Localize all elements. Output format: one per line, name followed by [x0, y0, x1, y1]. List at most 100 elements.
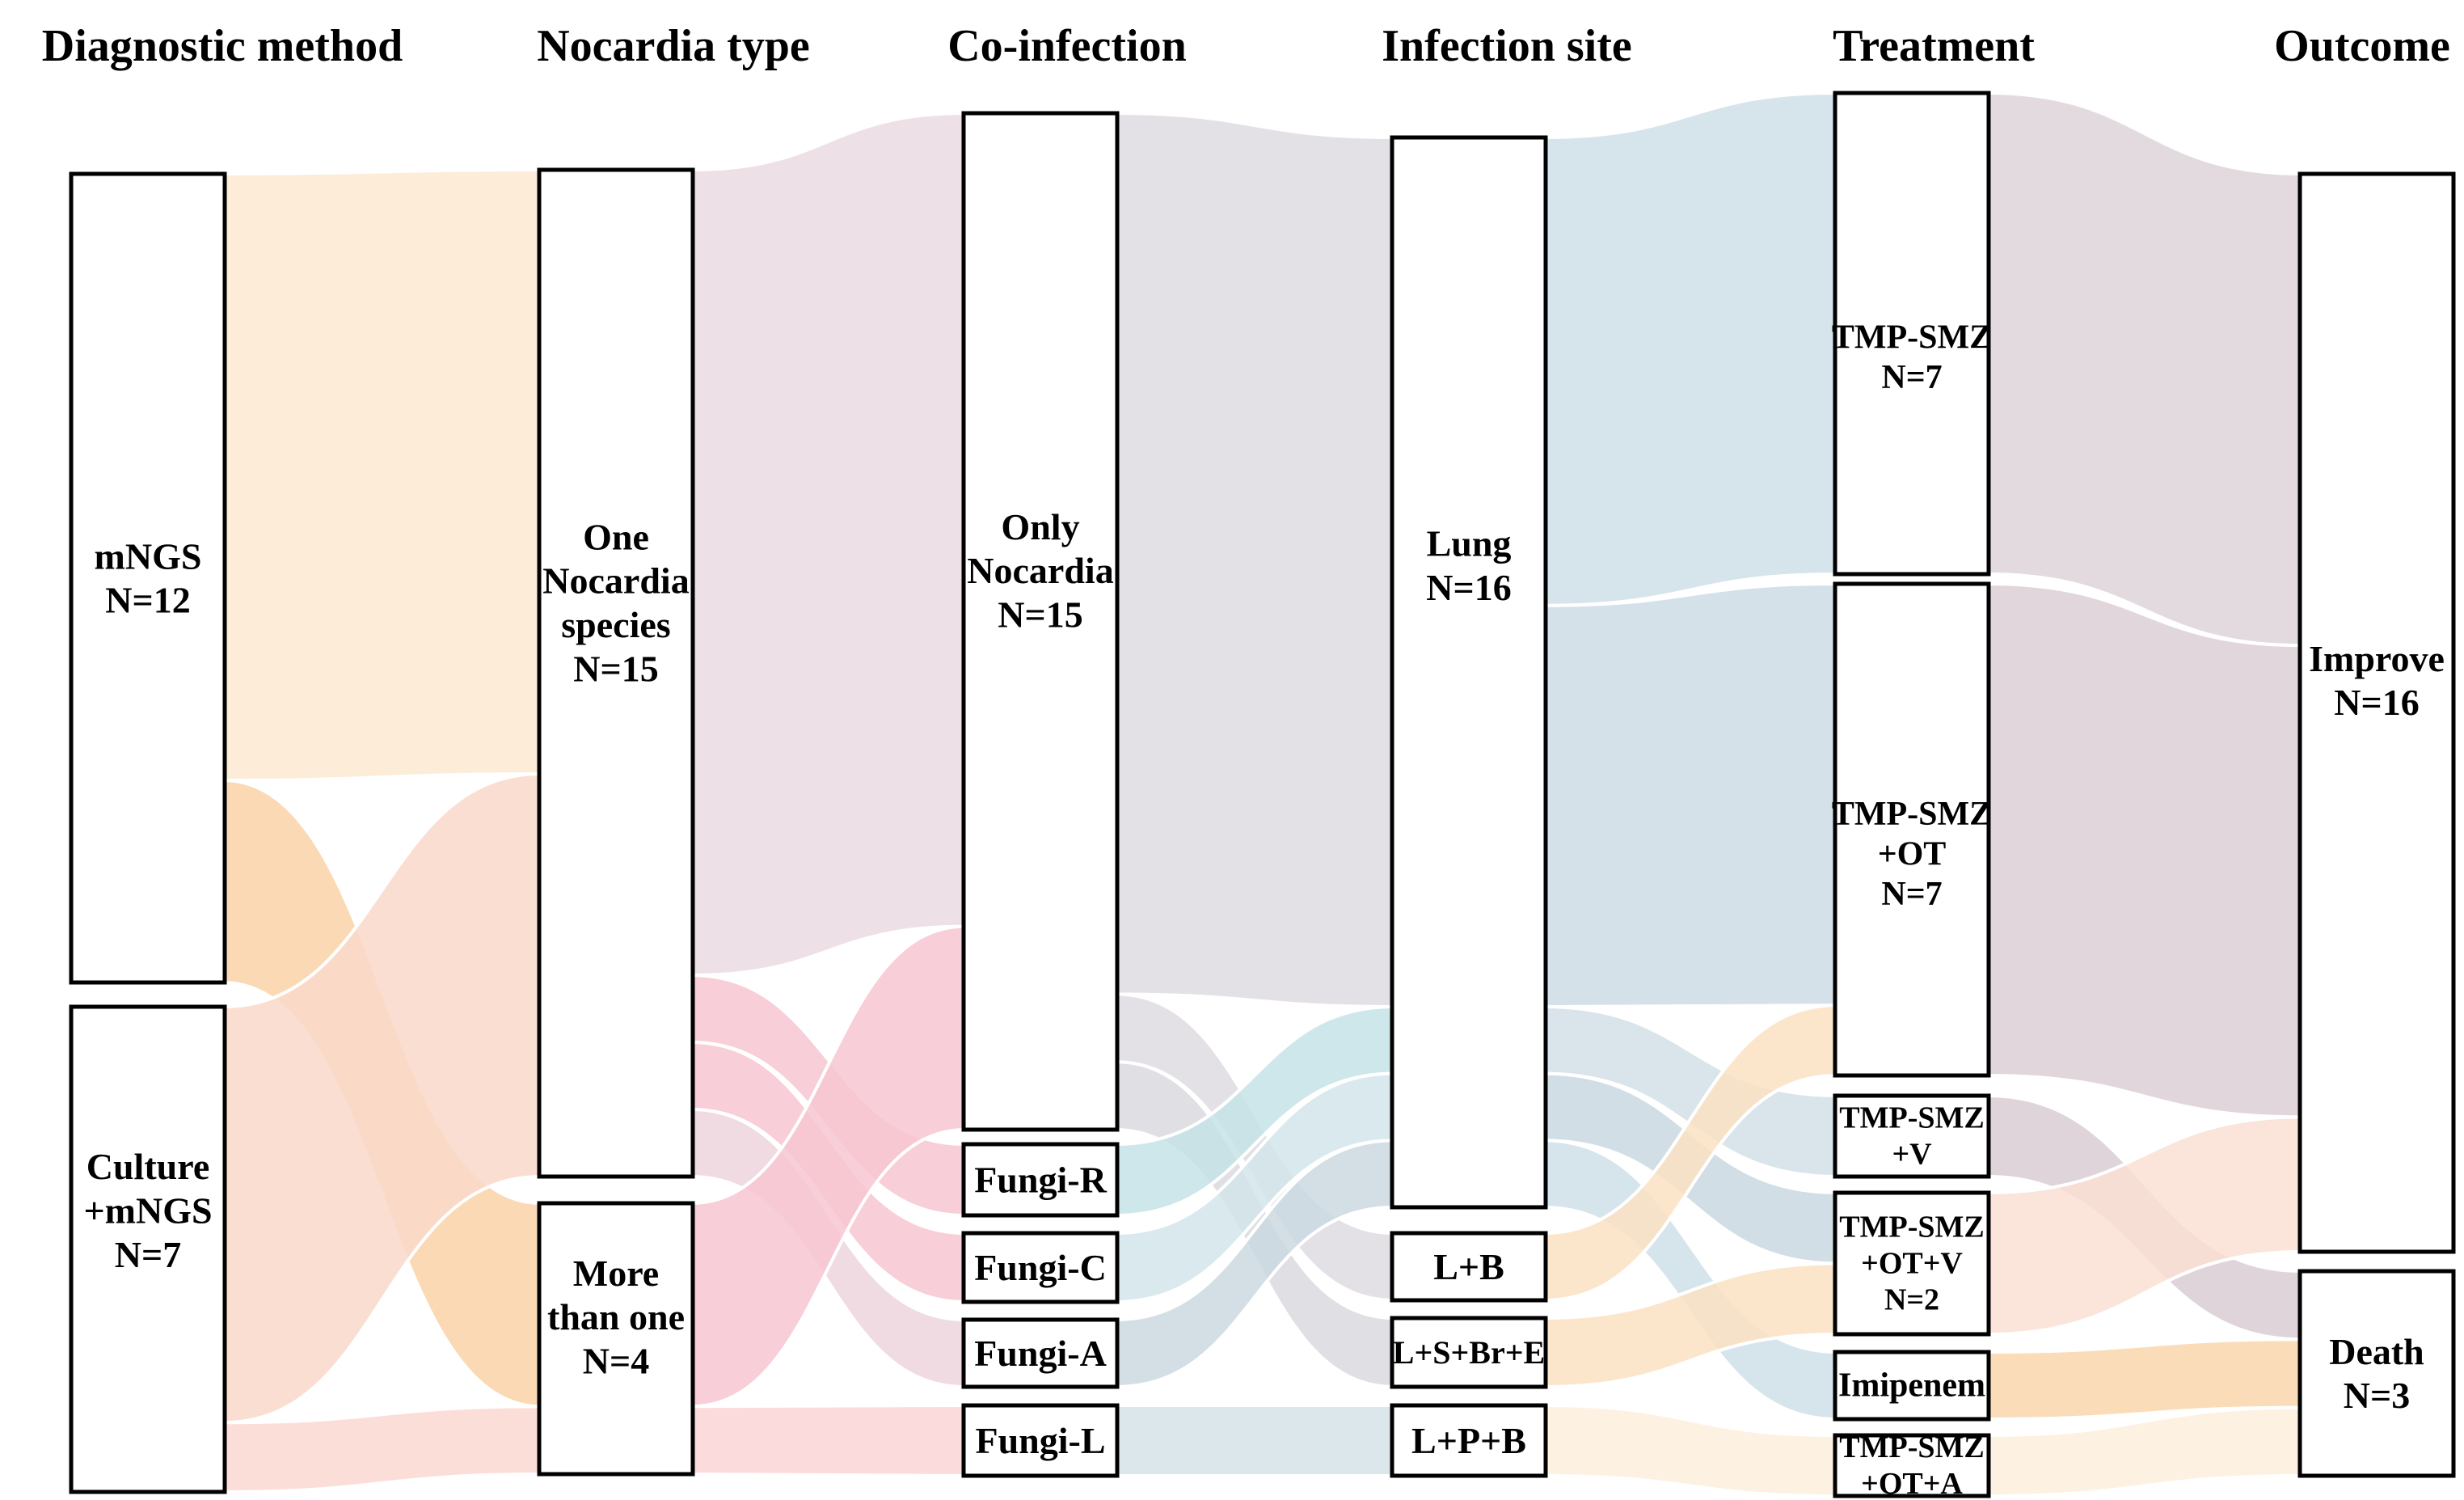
- node-box-tsot: [1833, 581, 1991, 1078]
- flow-tsot-to-improve: [1985, 582, 2303, 1119]
- node-box-death: [2297, 1269, 2456, 1478]
- node-fungi_r: Fungi-R: [961, 1142, 1120, 1218]
- node-label-fungi_c: Fungi-C: [974, 1247, 1107, 1288]
- node-box-more: [537, 1201, 695, 1477]
- node-label-tsota: TMP-SMZ+OT+A: [1839, 1430, 1984, 1500]
- node-box-lsbre: [1390, 1316, 1548, 1389]
- node-box-tsv: [1833, 1093, 1991, 1179]
- node-label-line: N=2: [1884, 1282, 1939, 1316]
- node-box-lb: [1390, 1231, 1548, 1303]
- flow-ts-to-improve: [1985, 91, 2303, 648]
- node-label-line: +OT+A: [1861, 1467, 1963, 1500]
- node-label-lb: L+B: [1433, 1246, 1504, 1287]
- node-box-fungi_l: [961, 1403, 1120, 1478]
- column-header-2: Co-infection: [947, 21, 1187, 71]
- flow-culture-to-more: [222, 1405, 542, 1494]
- node-box-lpb: [1390, 1403, 1548, 1478]
- flow-only-to-lung: [1114, 112, 1395, 1008]
- flow-lung-to-ts: [1542, 91, 1838, 607]
- node-fungi_c: Fungi-C: [961, 1231, 1120, 1304]
- flow-fungi_l-to-lpb: [1114, 1403, 1395, 1478]
- node-label-line: Fungi-A: [974, 1333, 1107, 1374]
- node-label-line: Nocardia: [967, 550, 1113, 591]
- node-label-line: More: [573, 1253, 659, 1294]
- column-header-1: Nocardia type: [537, 21, 810, 71]
- node-label-line: TMP-SMZ: [1839, 1430, 1984, 1464]
- node-label-line: TMP-SMZ: [1832, 319, 1992, 356]
- node-label-imipenem: Imipenem: [1838, 1367, 1985, 1405]
- node-label-line: L+B: [1433, 1246, 1504, 1287]
- node-lpb: L+P+B: [1390, 1403, 1548, 1478]
- node-label-tsv: TMP-SMZ+V: [1839, 1101, 1984, 1172]
- node-label-fungi_a: Fungi-A: [974, 1333, 1107, 1374]
- node-box-fungi_a: [961, 1317, 1120, 1389]
- node-lsbre: L+S+Br+E: [1390, 1316, 1548, 1389]
- node-box-imipenem: [1833, 1350, 1991, 1422]
- flow-lung-to-tsot: [1542, 582, 1838, 1008]
- node-label-line: One: [583, 516, 649, 557]
- node-box-only: [961, 111, 1120, 1132]
- column-header-5: Outcome: [2274, 21, 2450, 71]
- node-lb: L+B: [1390, 1231, 1548, 1303]
- node-label-line: N=3: [2344, 1375, 2410, 1416]
- node-label-line: N=7: [115, 1234, 181, 1275]
- node-label-line: +mNGS: [83, 1190, 212, 1232]
- node-label-line: TMP-SMZ: [1832, 796, 1992, 833]
- flows-layer: [222, 91, 2303, 1498]
- node-box-lung: [1390, 135, 1548, 1210]
- node-label-line: Improve: [2309, 638, 2445, 679]
- node-box-tsota: [1833, 1433, 1991, 1498]
- node-box-ts: [1833, 91, 1991, 577]
- node-label-line: mNGS: [95, 535, 202, 577]
- column-header-4: Treatment: [1833, 21, 2035, 71]
- node-box-improve: [2297, 171, 2456, 1254]
- node-label-line: Death: [2329, 1331, 2424, 1372]
- node-label-line: L+P+B: [1411, 1420, 1526, 1461]
- node-label-line: TMP-SMZ: [1839, 1211, 1984, 1244]
- node-label-line: N=7: [1881, 359, 1942, 396]
- node-label-line: than one: [547, 1296, 685, 1337]
- node-tsv: TMP-SMZ+V: [1833, 1093, 1991, 1179]
- node-fungi_l: Fungi-L: [961, 1403, 1120, 1478]
- flow-tsota-to-death: [1985, 1405, 2303, 1498]
- node-label-line: L+S+Br+E: [1393, 1334, 1545, 1371]
- flow-lpb-to-tsota: [1542, 1404, 1838, 1498]
- node-label-line: N=7: [1881, 876, 1942, 913]
- node-label-line: Fungi-L: [975, 1420, 1105, 1461]
- node-label-line: Imipenem: [1838, 1367, 1985, 1405]
- node-imipenem: Imipenem: [1833, 1350, 1991, 1422]
- node-label-fungi_r: Fungi-R: [974, 1160, 1107, 1201]
- node-label-line: +V: [1892, 1137, 1932, 1171]
- flow-one-to-only: [690, 112, 967, 977]
- node-label-line: N=15: [998, 594, 1082, 635]
- node-box-culture: [69, 1004, 227, 1494]
- node-label-lsbre: L+S+Br+E: [1393, 1334, 1545, 1371]
- node-label-line: N=12: [105, 580, 190, 621]
- node-label-line: Fungi-C: [974, 1247, 1107, 1288]
- flow-mngs-to-one: [222, 168, 542, 782]
- node-label-line: Culture: [86, 1146, 210, 1187]
- node-label-line: N=4: [583, 1340, 649, 1381]
- column-header-3: Infection site: [1382, 21, 1632, 71]
